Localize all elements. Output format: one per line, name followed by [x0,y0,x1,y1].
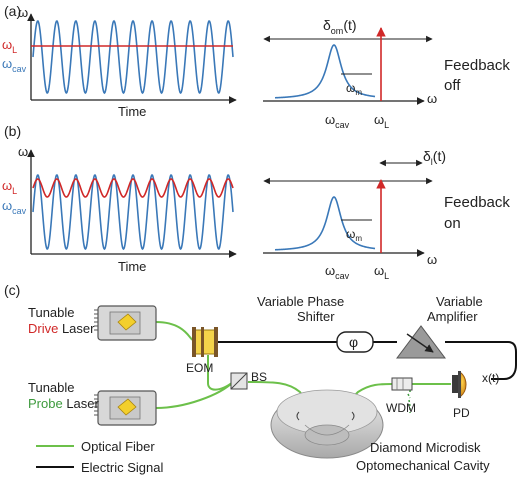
phase-shifter [336,331,374,353]
microdisk-label-line1: Diamond Microdisk [370,440,481,455]
eom-label: EOM [186,361,213,375]
probe-laser-label-line1: Tunable [28,380,75,395]
omega-axis-label-a: ω [18,5,28,20]
feedback-on-line2: on [444,215,461,232]
omega-cav-label-b: ωcav [2,198,27,216]
wdm-component [391,377,413,391]
amplifier [396,325,446,359]
eom-modulator [192,327,218,357]
feedback-on-line1: Feedback [444,194,510,211]
phase-shifter-label-line2: Shifter [297,309,335,324]
panel-a-label: (a) [4,3,21,19]
pd-label: PD [453,406,470,420]
electric-signal-paths [218,341,517,380]
microdisk-label-line2: Optomechanical Cavity [356,458,490,473]
phase-shifter-label-line1: Variable Phase [257,294,344,309]
drive-laser [94,305,157,341]
delta-l-label: δl(t) [423,148,446,167]
laser-frequency-wave-b [32,178,234,198]
phi-symbol: φ [349,334,358,350]
omega-L-tick-a: ωL [374,112,389,130]
time-axis-label-a: Time [118,104,146,119]
omega-L-label-a: ωL [2,37,17,55]
diamond-microdisk [270,389,384,459]
photodetector [452,370,467,399]
omega-axis-label-b: ω [18,144,28,159]
legend-electric-signal: Electric Signal [81,460,163,475]
panel-b-label: (b) [4,123,21,139]
feedback-off-line1: Feedback [444,57,510,74]
omega-axis-label-b2: ω [427,252,437,267]
omega-cav-tick-a: ωcav [325,112,350,130]
omega-axis-label-a2: ω [427,91,437,106]
legend-optical-fiber: Optical Fiber [81,439,155,454]
cavity-frequency-wave-a [32,19,234,95]
cavity-frequency-wave-b [32,173,234,251]
panel-a-time-plot: ω Time ωL ωcav [2,5,237,119]
panel-b-spectrum-plot: ω δl(t) ωm ωcav ωL [263,148,446,281]
omega-cav-tick-b: ωcav [325,263,350,281]
probe-laser-label-line2: Probe Laser [28,396,100,411]
amplifier-label-line2: Amplifier [427,309,478,324]
cavity-lorentzian-b [274,196,376,251]
panel-a-spectrum-plot: ω δom(t) ωm ωcav ωL [263,17,437,130]
beam-splitter [230,372,248,390]
drive-laser-label-line1: Tunable [28,305,75,320]
omega-m-label-a: ωm [346,81,362,97]
drive-laser-label-line2: Drive Laser [28,321,95,336]
legend: Optical Fiber Electric Signal [36,439,163,475]
omega-L-label-b: ωL [2,178,17,196]
delta-om-label: δom(t) [323,17,357,36]
omega-cav-label-a: ωcav [2,56,27,74]
xt-label: x(t) [482,371,499,385]
amplifier-label-line1: Variable [436,294,483,309]
omega-L-tick-b: ωL [374,263,389,281]
panel-b-time-plot: ω Time ωL ωcav [2,144,237,274]
panel-c-label: (c) [4,282,20,298]
feedback-off-line2: off [444,77,461,94]
time-axis-label-b: Time [118,259,146,274]
probe-laser [94,390,157,426]
cavity-lorentzian-a [274,44,376,99]
wdm-label: WDM [386,401,416,415]
bs-label: BS [251,370,267,384]
omega-m-label-b: ωm [346,227,362,243]
